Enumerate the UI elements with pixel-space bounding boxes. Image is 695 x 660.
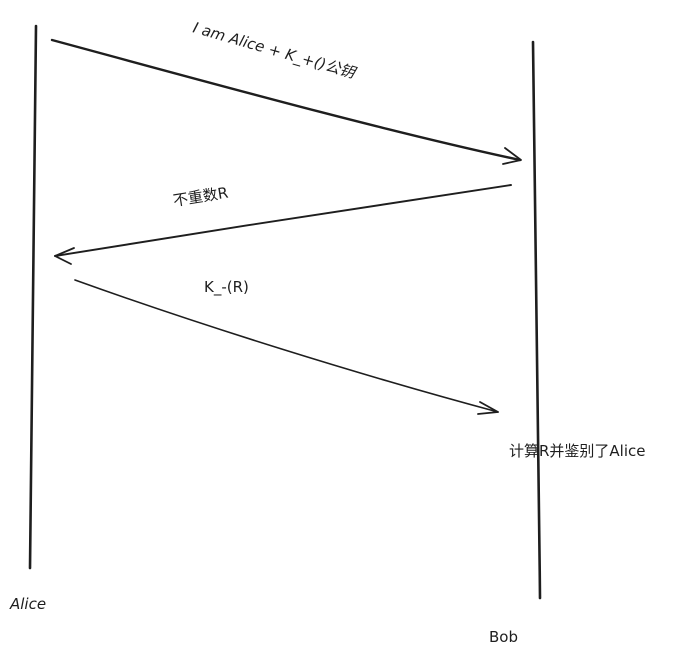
message-arrow-3 [74, 279, 499, 413]
message-arrowhead-1 [502, 147, 522, 165]
message-label-3: K_-(R) [204, 278, 249, 297]
bob-lifeline [531, 40, 542, 600]
alice-lifeline [28, 24, 38, 570]
bob-participant-label: Bob [489, 628, 518, 646]
message-arrowhead-2 [54, 247, 75, 265]
message-arrowhead-3 [477, 401, 499, 415]
message-arrow-1 [50, 38, 522, 162]
alice-participant-label: Alice [9, 595, 46, 613]
bob-note: 计算R并鉴别了Alice [509, 442, 646, 460]
message-label-2: 不重数R [172, 184, 230, 210]
message-arrow-2 [54, 184, 512, 257]
message-label-1: I am Alice + K_+()公钥 [191, 19, 359, 84]
